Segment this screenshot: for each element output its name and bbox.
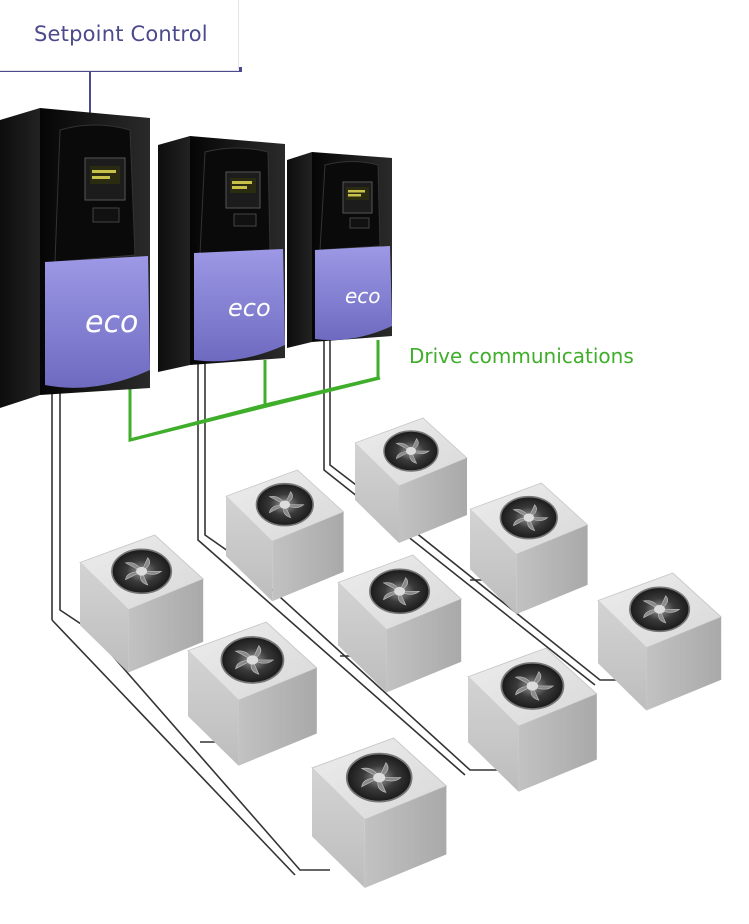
drive-3-brand-text: eco — [345, 284, 381, 308]
wire-row-3b — [323, 340, 596, 686]
fan-unit — [337, 554, 463, 693]
fan-unit — [469, 482, 589, 615]
fan-units — [79, 417, 723, 888]
setpoint-control-box: Setpoint Control — [0, 0, 238, 70]
drive-2-brand-text: eco — [228, 294, 271, 322]
fan-unit — [597, 572, 723, 711]
fan-unit — [187, 621, 318, 766]
variable-speed-drive-3: eco — [287, 152, 392, 348]
drive-1-brand-text: eco — [85, 305, 138, 340]
drive-communications-label: Drive communications — [409, 344, 634, 368]
fan-unit — [311, 737, 448, 888]
drive-communications-bus — [128, 340, 381, 442]
fan-unit — [467, 647, 598, 792]
fan-unit — [79, 534, 205, 673]
variable-speed-drive-1: eco — [0, 108, 150, 408]
variable-speed-drive-2: eco — [158, 136, 285, 372]
wire-row-1c — [51, 619, 296, 876]
fan-unit — [225, 469, 345, 602]
wire-row-2b — [197, 360, 466, 776]
fan-unit — [354, 417, 468, 543]
setpoint-control-label: Setpoint Control — [34, 22, 208, 46]
comms-link — [129, 376, 381, 442]
